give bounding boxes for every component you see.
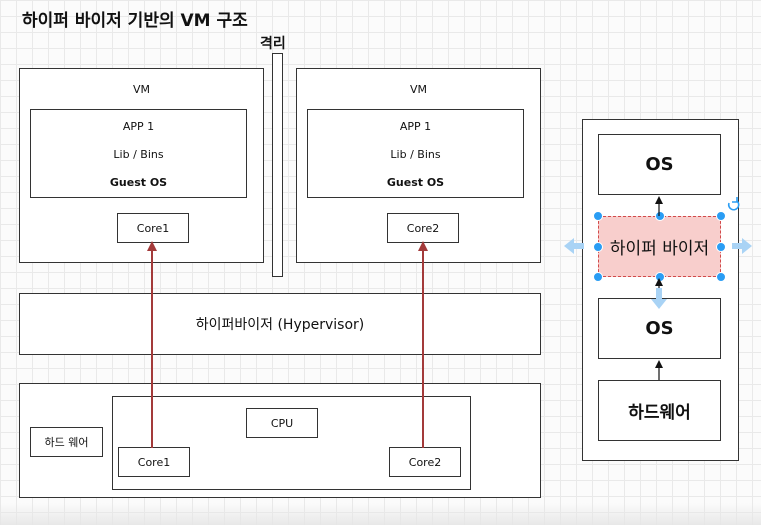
vm-right[interactable]: VM APP 1 Lib / Bins Guest OS Core2	[296, 68, 541, 263]
resize-handle-top[interactable]	[655, 211, 665, 221]
bottom-shadow	[0, 503, 761, 525]
vm-left[interactable]: VM APP 1 Lib / Bins Guest OS Core1	[19, 68, 264, 263]
isolation-label: 격리	[260, 36, 286, 52]
resize-handle-bottom-right[interactable]	[716, 272, 726, 282]
resize-handle-top-right[interactable]	[716, 211, 726, 221]
resize-handle-left[interactable]	[593, 242, 603, 252]
connect-arrow-left-icon[interactable]	[564, 238, 584, 254]
vm-left-core[interactable]: Core1	[117, 213, 189, 243]
vm-left-guest-os: Guest OS	[109, 176, 168, 189]
stack-hardware[interactable]: 하드웨어	[598, 380, 721, 441]
connect-arrow-down-icon[interactable]	[651, 288, 667, 309]
hardware-label[interactable]: 하드 웨어	[30, 427, 103, 457]
resize-handle-bottom-left[interactable]	[593, 272, 603, 282]
vm-left-app: APP 1	[122, 120, 155, 133]
vm-right-guest-os-box[interactable]: APP 1 Lib / Bins Guest OS	[307, 109, 524, 198]
resize-handle-top-left[interactable]	[593, 211, 603, 221]
vm-right-label: VM	[409, 83, 427, 96]
stack-os-top[interactable]: OS	[598, 134, 721, 195]
cpu-container[interactable]: CPU Core1 Core2	[112, 396, 471, 490]
rotate-icon[interactable]	[727, 197, 740, 211]
vm-right-guest-os: Guest OS	[386, 176, 445, 189]
vm-left-guest-os-box[interactable]: APP 1 Lib / Bins Guest OS	[30, 109, 247, 198]
cpu-label[interactable]: CPU	[246, 408, 318, 438]
vm-left-label: VM	[132, 83, 150, 96]
vm-right-core[interactable]: Core2	[387, 213, 459, 243]
hardware-layer[interactable]: 하드 웨어 CPU Core1 Core2	[19, 383, 541, 498]
vm-right-lib: Lib / Bins	[390, 148, 441, 161]
hardware-core1[interactable]: Core1	[118, 447, 190, 477]
connect-arrow-right-icon[interactable]	[732, 238, 752, 254]
diagram-title: 하이퍼 바이저 기반의 VM 구조	[22, 11, 248, 31]
hardware-core2[interactable]: Core2	[389, 447, 461, 477]
hypervisor-layer[interactable]: 하이퍼바이저 (Hypervisor)	[19, 293, 541, 355]
vm-right-app: APP 1	[399, 120, 432, 133]
isolation-bar[interactable]	[272, 53, 283, 277]
vm-left-lib: Lib / Bins	[113, 148, 164, 161]
resize-handle-right[interactable]	[716, 242, 726, 252]
